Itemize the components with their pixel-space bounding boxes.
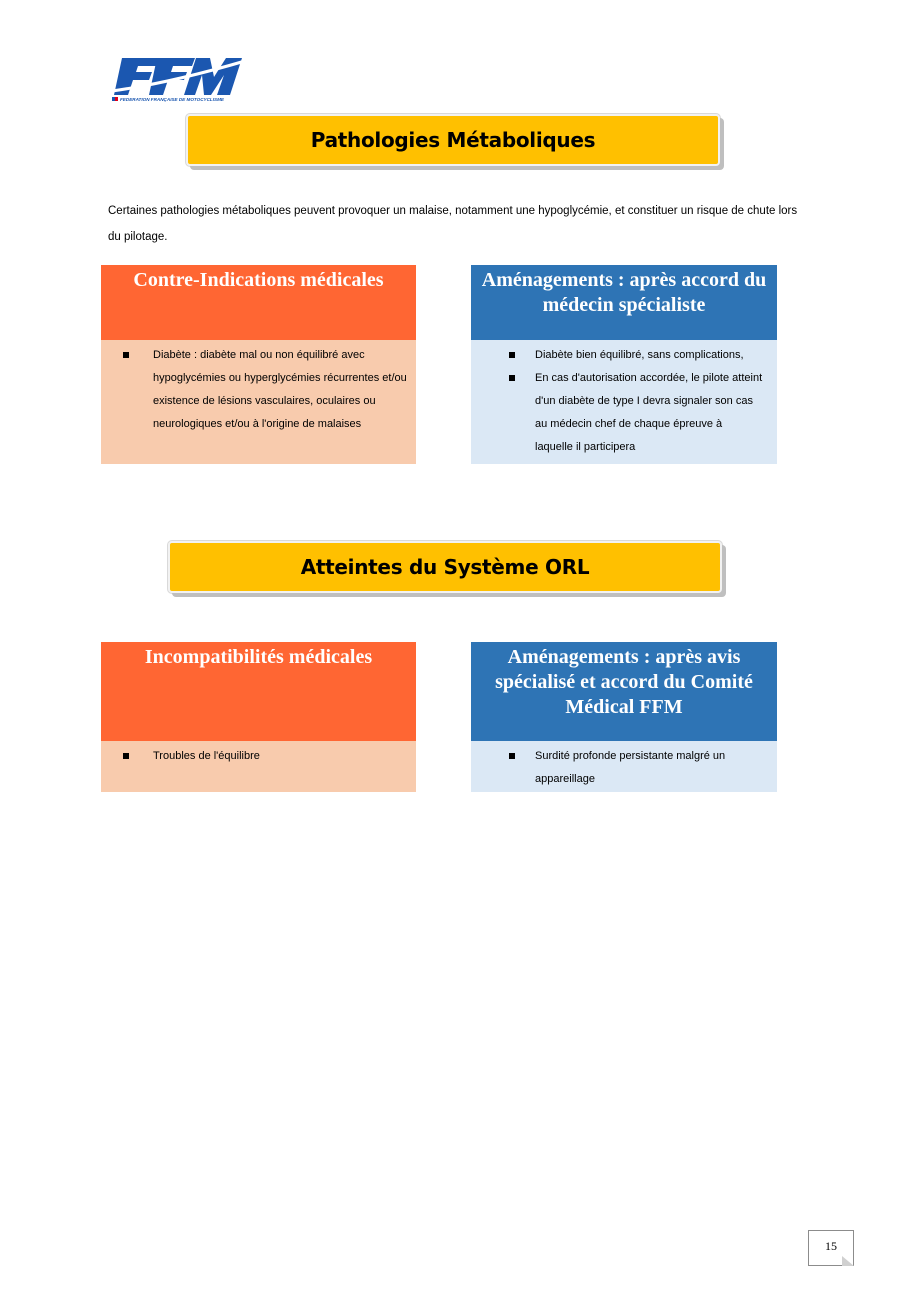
page-fold-icon bbox=[842, 1256, 854, 1266]
page-number-text: 15 bbox=[825, 1239, 837, 1253]
card-heading: Incompatibilités médicales bbox=[101, 642, 416, 741]
list-item: Diabète bien équilibré, sans complicatio… bbox=[471, 344, 777, 367]
section-banner-orl: Atteintes du Système ORL bbox=[168, 541, 722, 593]
card-body: Troubles de l'équilibre bbox=[101, 741, 416, 792]
bullet-icon bbox=[509, 352, 515, 358]
amenagements-orl-card: Aménagements : après avis spécialisé et … bbox=[471, 642, 777, 792]
section-title: Atteintes du Système ORL bbox=[300, 555, 590, 579]
bullet-icon bbox=[123, 753, 129, 759]
card-heading: Aménagements : après avis spécialisé et … bbox=[471, 642, 777, 741]
ffm-logo: FEDERATION FRANÇAISE DE MOTOCYCLISME bbox=[110, 55, 250, 103]
list-item: Surdité profonde persistante malgré un a… bbox=[471, 745, 777, 791]
bullet-icon bbox=[509, 753, 515, 759]
item-text: Diabète : diabète mal ou non équilibré a… bbox=[153, 349, 407, 430]
list-item: Diabète : diabète mal ou non équilibré a… bbox=[101, 344, 416, 436]
logo-letters bbox=[111, 58, 246, 95]
amenagements-card: Aménagements : après accord du médecin s… bbox=[471, 265, 777, 464]
item-text: En cas d'autorisation accordée, le pilot… bbox=[535, 372, 763, 453]
intro-paragraph: Certaines pathologies métaboliques peuve… bbox=[108, 205, 798, 243]
card-body: Diabète : diabète mal ou non équilibré a… bbox=[101, 340, 416, 464]
bullet-icon bbox=[123, 352, 129, 358]
card-body: Diabète bien équilibré, sans complicatio… bbox=[471, 340, 777, 464]
card-heading: Aménagements : après accord du médecin s… bbox=[471, 265, 777, 340]
item-text: Troubles de l'équilibre bbox=[153, 750, 260, 762]
list-item: En cas d'autorisation accordée, le pilot… bbox=[471, 367, 777, 459]
page-number: 15 bbox=[808, 1230, 854, 1266]
list-item: Troubles de l'équilibre bbox=[101, 745, 416, 768]
card-heading: Contre-Indications médicales bbox=[101, 265, 416, 340]
logo-tagline: FEDERATION FRANÇAISE DE MOTOCYCLISME bbox=[120, 97, 225, 102]
card-body: Surdité profonde persistante malgré un a… bbox=[471, 741, 777, 792]
bullet-icon bbox=[509, 375, 515, 381]
incompatibilites-card: Incompatibilités médicales Troubles de l… bbox=[101, 642, 416, 792]
contre-indications-card: Contre-Indications médicales Diabète : d… bbox=[101, 265, 416, 464]
item-text: Diabète bien équilibré, sans complicatio… bbox=[535, 349, 744, 361]
item-text: Surdité profonde persistante malgré un a… bbox=[535, 750, 726, 785]
section-title: Pathologies Métaboliques bbox=[310, 128, 596, 152]
section-banner-metaboliques: Pathologies Métaboliques bbox=[186, 114, 720, 166]
